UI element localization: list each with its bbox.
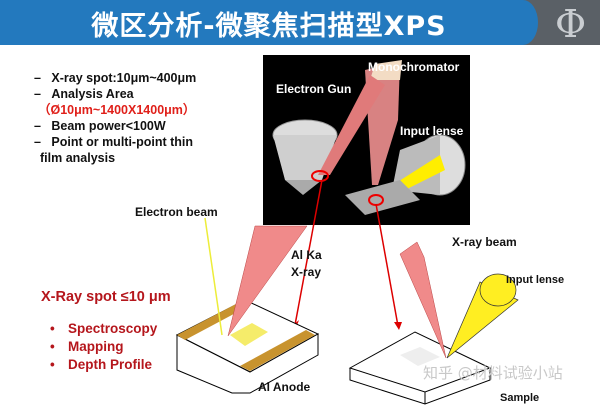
electron-beam-cone xyxy=(227,225,308,337)
header-bar: 微区分析-微聚焦扫描型XPS Φ xyxy=(0,0,600,46)
label-xray: X-ray xyxy=(291,265,321,279)
label-input-lense-top: Input lense xyxy=(400,124,464,138)
spec-item: film analysis xyxy=(40,151,116,165)
spec-item: – Point or multi-point thin xyxy=(34,135,194,149)
al-anode-block xyxy=(175,299,320,394)
label-input-lense: Input lense xyxy=(506,274,564,286)
input-lense-icon xyxy=(385,134,466,196)
label-al-anode: Al Anode xyxy=(258,380,311,394)
svg-text:•: • xyxy=(50,339,55,354)
label-xray-spot: X-Ray spot ≤10 μm xyxy=(41,289,171,305)
label-electron-gun: Electron Gun xyxy=(276,82,351,96)
spec-item: – Analysis Area xyxy=(34,87,134,101)
label-monochromator: Monochromator xyxy=(368,60,460,74)
watermark: 知乎 @材料试验小站 xyxy=(423,364,563,382)
label-xray-beam: X-ray beam xyxy=(452,235,517,249)
spec-list: – X-ray spot:10μm~400μm – Analysis Area … xyxy=(34,70,196,166)
xray-beam-cone xyxy=(399,241,447,359)
label-electron-beam: Electron beam xyxy=(135,205,218,219)
application-item: Depth Profile xyxy=(68,357,152,372)
svg-text:•: • xyxy=(50,357,55,372)
svg-text:•: • xyxy=(50,321,55,336)
slide-title: 微区分析-微聚焦扫描型XPS xyxy=(91,11,447,42)
application-item: Mapping xyxy=(68,339,124,354)
header-blue-band xyxy=(0,0,538,45)
label-sample: Sample xyxy=(500,392,539,404)
label-al-ka: Al Ka xyxy=(291,248,322,262)
sample-block xyxy=(348,331,492,405)
electron-beam-ray xyxy=(318,75,385,175)
monochromator-icon xyxy=(370,60,402,80)
spec-item: – Beam power<100W xyxy=(34,119,166,133)
electron-gun-icon xyxy=(272,119,338,195)
spec-item: – X-ray spot:10μm~400μm xyxy=(34,71,197,85)
application-item: Spectroscopy xyxy=(68,321,158,336)
phi-logo-icon: Φ xyxy=(555,2,587,46)
spec-item: （Ø10μm~1400X1400μm） xyxy=(38,103,196,117)
